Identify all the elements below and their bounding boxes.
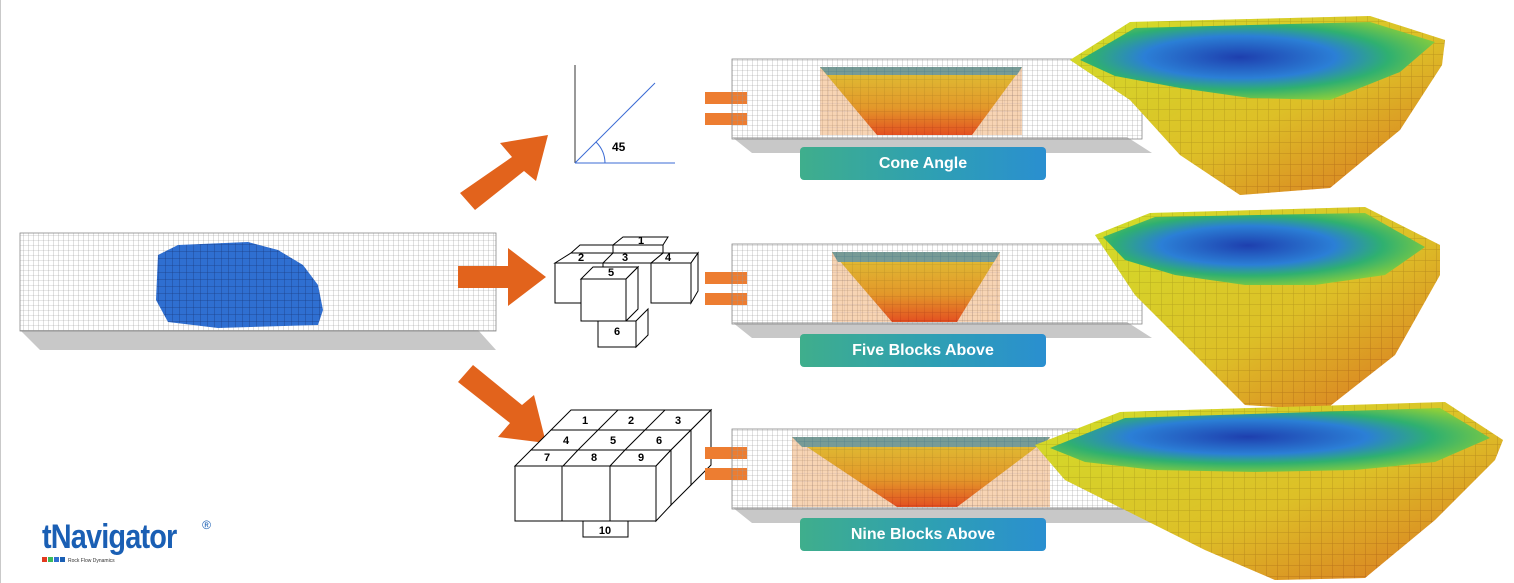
five-block-number: 3 — [622, 252, 628, 264]
nine-block-number: 9 — [638, 452, 644, 464]
nine-blocks-above-label: Nine Blocks Above — [800, 518, 1046, 551]
five-block-number: 2 — [578, 252, 584, 264]
nine-block-number: 1 — [582, 415, 588, 427]
cone-angle-pit-3d-view — [1070, 16, 1445, 195]
arrow-to-five-blocks-icon — [458, 248, 546, 306]
logo-color-squares — [42, 557, 65, 562]
tnavigator-logo: tNavigator ® Rock Flow Dynamics — [42, 518, 242, 570]
nine-blocks-pit-3d-view — [1035, 402, 1503, 580]
nine-block-number: 5 — [610, 435, 616, 447]
cone-angle-diagram: 45 — [574, 65, 675, 164]
angle-value-label: 45 — [612, 140, 626, 154]
arrow-to-cone-angle-icon — [460, 135, 548, 210]
nine-block-number: 2 — [628, 415, 634, 427]
five-block-number: 5 — [608, 267, 614, 279]
logo-tagline: Rock Flow Dynamics — [68, 558, 115, 564]
nine-block-number: 4 — [563, 435, 570, 447]
five-blocks-diagram: 1 2 3 4 5 6 — [553, 235, 699, 349]
five-block-number: 6 — [614, 326, 620, 338]
cone-angle-pit-model — [731, 58, 1152, 153]
logo-registered-mark: ® — [202, 518, 211, 532]
nine-block-number: 6 — [656, 435, 662, 447]
nine-block-number: 7 — [544, 452, 550, 464]
five-blocks-pit-model — [731, 243, 1152, 338]
arrow-to-nine-blocks-icon — [458, 365, 546, 443]
cone-angle-label: Cone Angle — [800, 147, 1046, 180]
nine-block-number: 10 — [599, 525, 611, 537]
five-block-number: 4 — [665, 252, 672, 264]
nine-block-number: 3 — [675, 415, 681, 427]
five-blocks-above-label: Five Blocks Above — [800, 334, 1046, 367]
logo-wordmark: tNavigator — [42, 518, 177, 556]
nine-blocks-diagram: 1 2 3 4 5 6 7 8 9 10 — [513, 408, 713, 538]
five-blocks-pit-3d-view — [1095, 207, 1440, 410]
slide-left-border — [0, 0, 1, 583]
orebody-model-view — [19, 232, 497, 350]
nine-block-number: 8 — [591, 452, 597, 464]
five-block-number: 1 — [638, 235, 644, 247]
